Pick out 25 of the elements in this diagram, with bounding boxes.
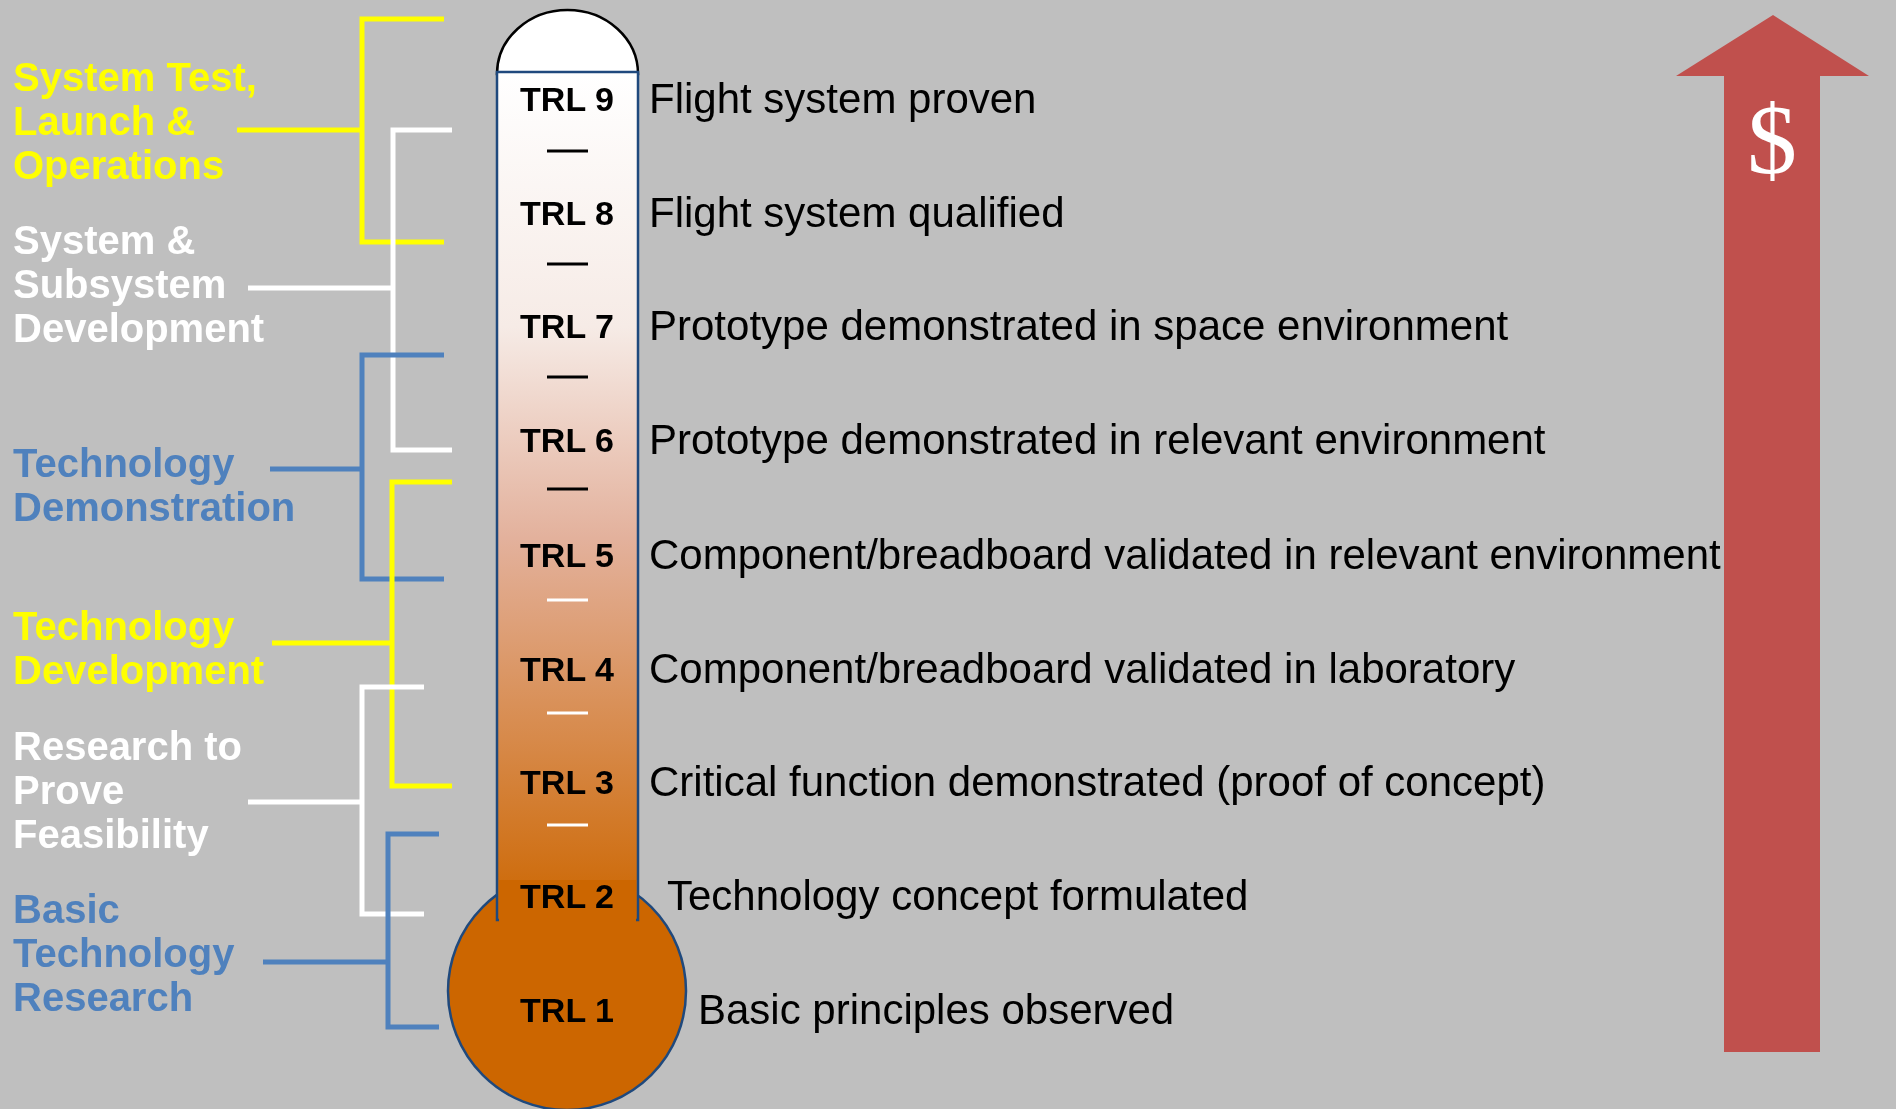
level-label: TRL 1: [519, 990, 615, 1030]
level-label: TRL 7: [519, 306, 615, 346]
phase-label: Technology Development: [13, 604, 266, 692]
phase-label: Research to Prove Feasibility: [13, 724, 243, 856]
level-label: TRL 2: [519, 876, 615, 916]
level-label: TRL 9: [519, 79, 615, 119]
level-label: TRL 3: [519, 762, 615, 802]
level-description: Prototype demonstrated in relevant environment: [649, 416, 1546, 464]
level-label: TRL 8: [519, 193, 615, 233]
phase-label: System & Subsystem Development: [13, 218, 266, 350]
dollar-sign: $: [1747, 90, 1797, 190]
phase-label: System Test, Launch & Operations: [13, 55, 258, 187]
level-description: Flight system qualified: [649, 189, 1065, 237]
level-description: Component/breadboard validated in relevant environment: [649, 531, 1721, 579]
level-label: TRL 6: [519, 420, 615, 460]
phase-label: Technology Demonstration: [13, 441, 297, 529]
level-label: TRL 4: [519, 649, 615, 689]
level-description: Technology concept formulated: [667, 872, 1249, 920]
level-label: TRL 5: [519, 535, 615, 575]
level-description: Flight system proven: [649, 75, 1037, 123]
level-description: Basic principles observed: [698, 986, 1175, 1034]
level-description: Component/breadboard validated in laboratory: [649, 645, 1516, 693]
phase-label: Basic Technology Research: [13, 887, 236, 1019]
level-description: Critical function demonstrated (proof of concept): [649, 758, 1546, 806]
level-description: Prototype demonstrated in space environment: [649, 302, 1509, 350]
